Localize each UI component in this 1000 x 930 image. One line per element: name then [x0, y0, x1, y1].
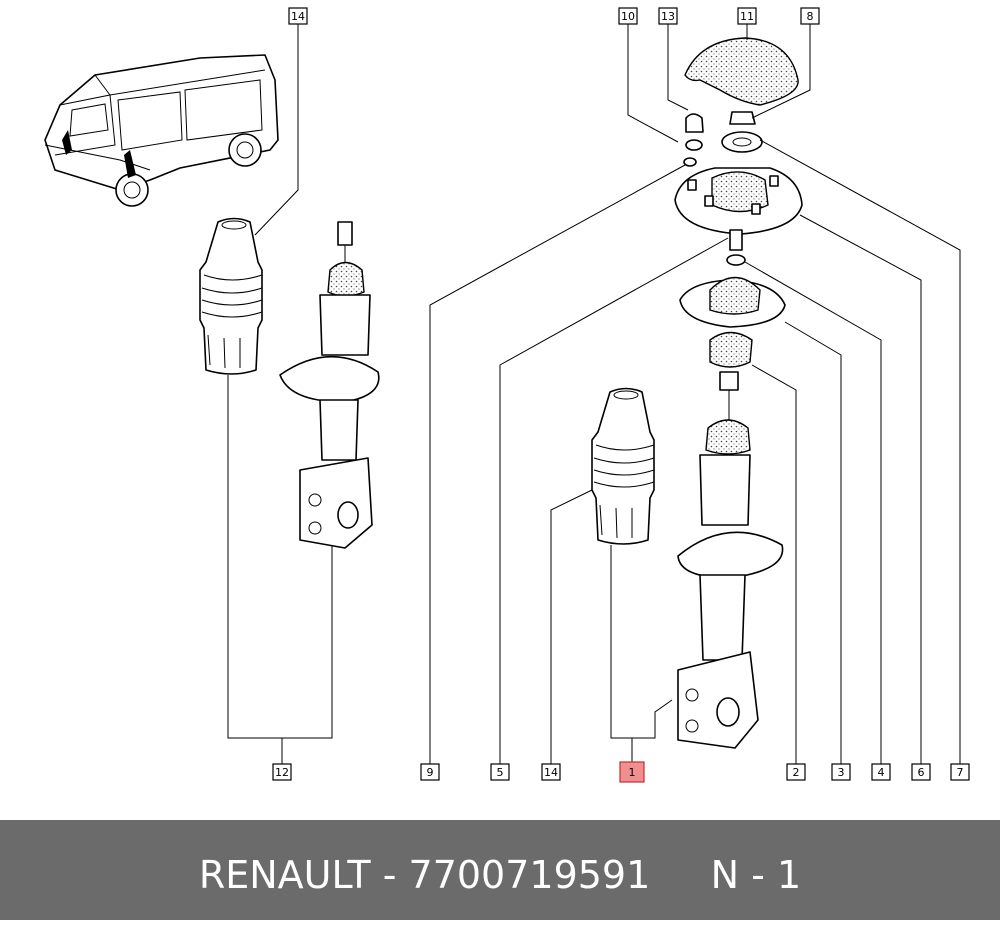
label-14-bottom: 14 [541, 763, 561, 781]
bump-stop-boot-left [199, 217, 263, 375]
label-10: 10 [618, 7, 638, 25]
shock-absorber-left [279, 221, 380, 549]
label-1-highlighted[interactable]: 1 [619, 761, 645, 783]
top-nut-and-washers [683, 111, 763, 167]
label-4: 4 [871, 763, 891, 781]
label-7: 7 [950, 763, 970, 781]
label-3: 3 [831, 763, 851, 781]
spring-seat [679, 276, 786, 328]
svg-text:12: 12 [275, 766, 289, 779]
svg-text:11: 11 [740, 10, 754, 23]
spacer-and-washer [726, 229, 746, 266]
label-12: 12 [272, 763, 292, 781]
leader-lines [227, 24, 961, 764]
svg-text:1: 1 [629, 766, 636, 779]
upper-mount-plate [674, 167, 803, 235]
label-8: 8 [800, 7, 820, 25]
part-number-caption: RENAULT - 7700719591 N - 1 [198, 853, 802, 897]
footer-bar: RENAULT - 7700719591 N - 1 [0, 820, 1000, 920]
svg-text:13: 13 [661, 10, 675, 23]
van-illustration [44, 54, 279, 207]
parts-diagram: 14 10 13 11 8 12 9 5 14 1 2 3 [44, 7, 970, 783]
svg-text:6: 6 [918, 766, 925, 779]
label-11: 11 [737, 7, 757, 25]
svg-text:9: 9 [427, 766, 434, 779]
svg-text:14: 14 [291, 10, 305, 23]
label-2: 2 [786, 763, 806, 781]
svg-text:2: 2 [793, 766, 800, 779]
top-mount-cover [684, 37, 799, 106]
label-13: 13 [658, 7, 678, 25]
svg-text:5: 5 [497, 766, 504, 779]
label-6: 6 [911, 763, 931, 781]
svg-text:7: 7 [957, 766, 964, 779]
bump-stop [709, 331, 753, 368]
shock-absorber-main [677, 371, 784, 749]
bump-stop-boot-right [591, 387, 655, 545]
svg-text:3: 3 [838, 766, 845, 779]
label-9: 9 [420, 763, 440, 781]
label-5: 5 [490, 763, 510, 781]
svg-text:4: 4 [878, 766, 885, 779]
label-14-top: 14 [288, 7, 308, 25]
svg-text:8: 8 [807, 10, 814, 23]
svg-text:10: 10 [621, 10, 635, 23]
svg-text:14: 14 [544, 766, 558, 779]
